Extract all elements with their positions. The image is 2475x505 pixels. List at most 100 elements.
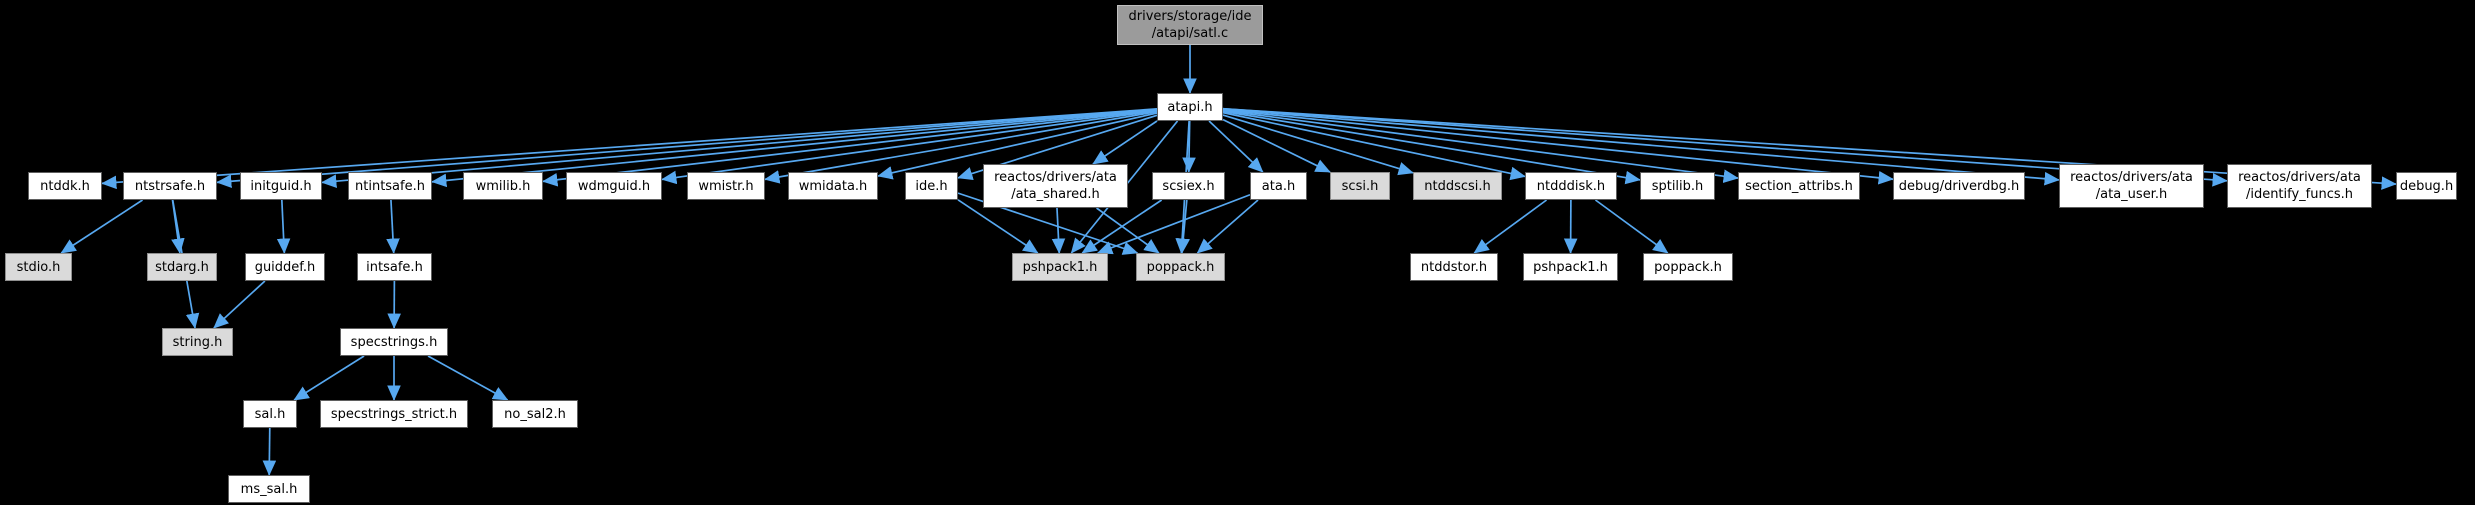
node-ntddstor-h[interactable]: ntddstor.h — [1410, 253, 1498, 281]
edge-atapi_h-to-driverdbg_h — [1222, 108, 1894, 185]
node-intsafe-h[interactable]: intsafe.h — [357, 253, 432, 281]
node-ntintsafe-h[interactable]: ntintsafe.h — [348, 172, 432, 200]
node-label: initguid.h — [250, 178, 312, 194]
node-ide-h[interactable]: ide.h — [905, 172, 958, 200]
node-label: string.h — [172, 334, 223, 350]
node-ntdddisk-h[interactable]: ntdddisk.h — [1525, 172, 1617, 200]
node-label: ntddk.h — [40, 178, 90, 194]
edge-ntintsafe_h-to-intsafe_h — [386, 199, 400, 254]
edge-ide_h-to-pshpack1_mid — [957, 199, 1039, 254]
node-poppack-mid[interactable]: poppack.h — [1136, 253, 1225, 281]
edge-scsiex_h-to-poppack_mid — [1176, 199, 1190, 254]
node-sal-h[interactable]: sal.h — [243, 400, 297, 428]
node-label: /ata_shared.h — [1011, 187, 1100, 202]
node-label: reactos/drivers/ata — [994, 170, 1117, 185]
node-label: debug.h — [2399, 178, 2454, 194]
node-label: stdarg.h — [155, 259, 209, 275]
node-wmidata-h[interactable]: wmidata.h — [788, 172, 878, 200]
node-identify-funcs-h[interactable]: reactos/drivers/ata/identify_funcs.h — [2227, 164, 2372, 208]
node-label: wdmguid.h — [577, 178, 651, 194]
node-label: /ata_user.h — [2095, 187, 2168, 202]
edge-atapi_h-to-sptilib_h — [1222, 110, 1641, 185]
node-pshpack1-mid[interactable]: pshpack1.h — [1012, 253, 1108, 281]
edge-atapi_h-to-ata_h — [1208, 120, 1264, 173]
node-label: reactos/drivers/ata — [2238, 170, 2361, 185]
edge-ntdddisk_h-to-poppack_r — [1594, 199, 1669, 254]
edge-atapi_h-to-initguid_h — [321, 108, 1158, 188]
node-label: guiddef.h — [254, 259, 316, 275]
node-label: no_sal2.h — [504, 406, 566, 422]
node-scsiex-h[interactable]: scsiex.h — [1152, 172, 1225, 200]
node-string-h[interactable]: string.h — [162, 328, 233, 356]
node-label: debug/driverdbg.h — [1898, 178, 2020, 194]
node-label: section_attribs.h — [1745, 178, 1853, 194]
node-label: pshpack1.h — [1533, 259, 1608, 275]
node-label: sal.h — [254, 406, 286, 422]
edge-atapi_h-to-wmistr_h — [764, 110, 1158, 184]
edge-ata_h-to-pshpack1_mid — [1096, 193, 1251, 255]
node-ntstrsafe-h[interactable]: ntstrsafe.h — [123, 172, 217, 200]
edge-atapi_h-to-ntdddisk_h — [1222, 111, 1526, 181]
node-label: specstrings_strict.h — [330, 406, 458, 422]
node-debug-h[interactable]: debug.h — [2396, 172, 2457, 200]
node-ntddk-h[interactable]: ntddk.h — [28, 172, 102, 200]
edge-specstrings_h-to-no_sal2_h — [427, 355, 509, 401]
node-label: specstrings.h — [350, 334, 438, 350]
node-guiddef-h[interactable]: guiddef.h — [245, 253, 325, 281]
node-label: intsafe.h — [366, 259, 423, 275]
node-ms-sal-h[interactable]: ms_sal.h — [228, 475, 310, 503]
node-scsi-h[interactable]: scsi.h — [1330, 172, 1390, 200]
node-label: /atapi/satl.c — [1151, 26, 1229, 41]
node-label: scsiex.h — [1162, 178, 1215, 194]
node-label: wmistr.h — [698, 178, 754, 194]
node-initguid-h[interactable]: initguid.h — [240, 172, 322, 200]
edge-scsiex_h-to-pshpack1_mid — [1081, 199, 1163, 254]
node-label: ntintsafe.h — [355, 178, 425, 194]
node-label: /identify_funcs.h — [2245, 187, 2354, 202]
edge-atapi_h-to-scsi_h — [1222, 118, 1331, 173]
node-specstrings-strict-h[interactable]: specstrings_strict.h — [320, 400, 468, 428]
edge-specstrings_h-to-sal_h — [293, 355, 365, 401]
node-atapi-h[interactable]: atapi.h — [1157, 93, 1223, 121]
node-ntddscsi-h[interactable]: ntddscsi.h — [1413, 172, 1502, 200]
node-pshpack1-r[interactable]: pshpack1.h — [1523, 253, 1618, 281]
node-wmistr-h[interactable]: wmistr.h — [687, 172, 765, 200]
edge-sal_h-to-ms_sal_h — [262, 427, 277, 476]
node-label: wmilib.h — [475, 178, 531, 194]
node-ata-user-h[interactable]: reactos/drivers/ata/ata_user.h — [2059, 164, 2204, 208]
node-ata-shared-h[interactable]: reactos/drivers/ata/ata_shared.h — [983, 164, 1128, 208]
edge-atapi_h-to-wmilib_h — [542, 109, 1158, 187]
edge-ata_h-to-poppack_mid — [1196, 199, 1259, 254]
edge-atapi_h-to-ntddk_h — [101, 108, 1158, 190]
node-stdio-h[interactable]: stdio.h — [5, 253, 72, 281]
edge-guiddef_h-to-string_h — [213, 280, 266, 329]
node-label: drivers/storage/ide — [1128, 9, 1252, 24]
node-label: poppack.h — [1654, 259, 1722, 275]
edge-atapi_h-to-ntstrsafe_h — [216, 108, 1158, 189]
edge-initguid_h-to-guiddef_h — [276, 199, 291, 254]
edge-ntstrsafe_h-to-stdio_h — [60, 199, 143, 254]
node-ata-h[interactable]: ata.h — [1250, 172, 1307, 200]
node-driverdbg-h[interactable]: debug/driverdbg.h — [1893, 172, 2025, 200]
node-label: ntddscsi.h — [1424, 178, 1491, 194]
node-no-sal2-h[interactable]: no_sal2.h — [492, 400, 578, 428]
node-stdarg-h[interactable]: stdarg.h — [147, 253, 217, 281]
node-poppack-r[interactable]: poppack.h — [1643, 253, 1733, 281]
node-specstrings-h[interactable]: specstrings.h — [340, 328, 448, 356]
edge-ata_shared_h-to-pshpack1_mid — [1051, 207, 1066, 254]
node-wdmguid-h[interactable]: wdmguid.h — [566, 172, 662, 200]
node-wmilib-h[interactable]: wmilib.h — [463, 172, 543, 200]
edge-atapi_h-to-section_attribs_h — [1222, 109, 1739, 183]
node-label: atapi.h — [1167, 99, 1213, 115]
node-label: scsi.h — [1341, 178, 1379, 194]
node-label: ntdddisk.h — [1536, 178, 1606, 194]
node-label: reactos/drivers/ata — [2070, 170, 2193, 185]
node-label: sptilib.h — [1651, 178, 1704, 194]
node-satl-c[interactable]: drivers/storage/ide/atapi/satl.c — [1117, 5, 1263, 45]
edge-atapi_h-to-wmidata_h — [877, 112, 1158, 180]
node-sptilib-h[interactable]: sptilib.h — [1640, 172, 1715, 200]
edge-atapi_h-to-ntddscsi_h — [1222, 114, 1414, 176]
node-section-attribs-h[interactable]: section_attribs.h — [1738, 172, 1860, 200]
node-label: ata.h — [1261, 178, 1296, 194]
node-label: pshpack1.h — [1022, 259, 1098, 275]
